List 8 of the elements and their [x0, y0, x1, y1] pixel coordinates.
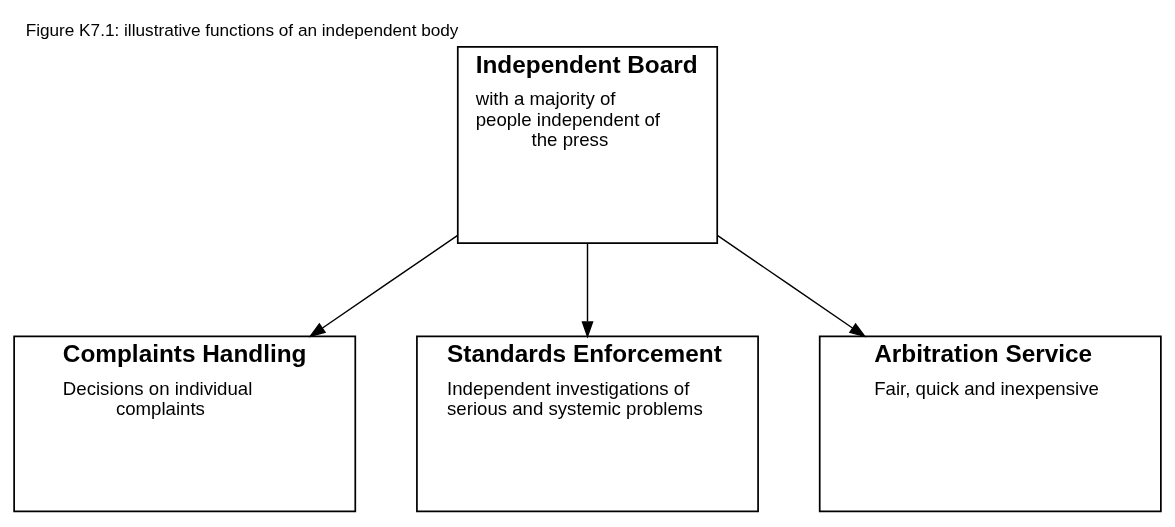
node-box: Independent Board with a majority of people independent of the press	[456, 45, 719, 244]
arrow	[308, 234, 458, 338]
node-box: Arbitration Service Fair, quick and inexpensive	[818, 335, 1162, 512]
diagram-title: Figure K7.1: illustrative functions of an independent body	[25, 19, 459, 40]
arrow	[717, 234, 867, 338]
node-box: Standards Enforcement Independent investigations of serious and systemic problems	[416, 335, 759, 512]
node-box: Complaints Handling Decisions on individual complaints	[13, 335, 357, 512]
arrow	[581, 242, 594, 338]
